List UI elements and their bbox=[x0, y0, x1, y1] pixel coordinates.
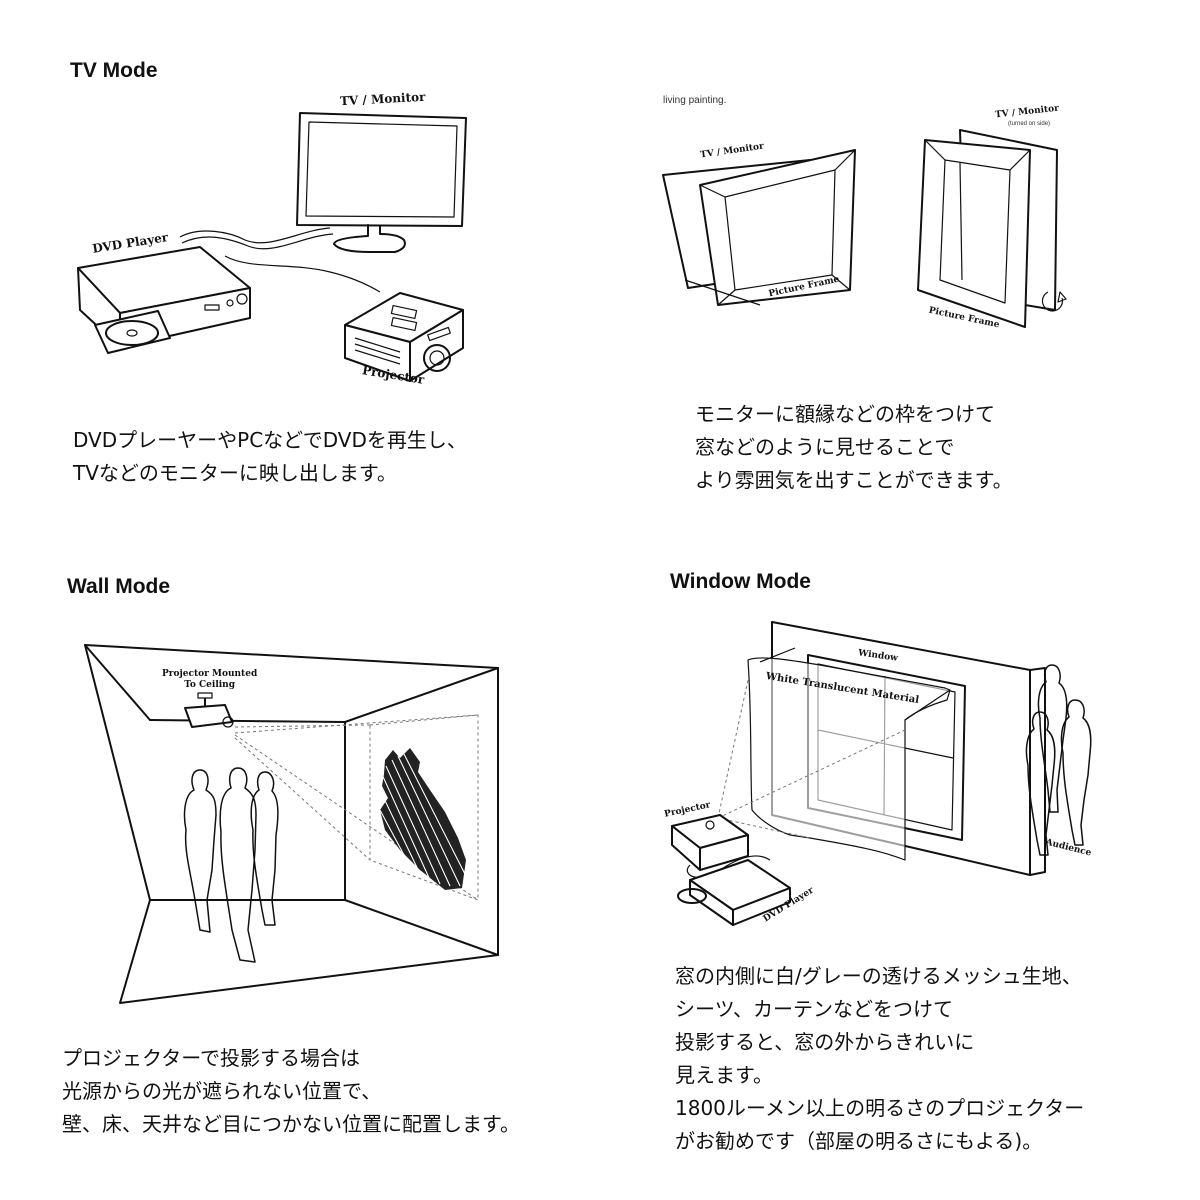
projector-icon bbox=[344, 292, 464, 382]
monitor-label-b-sub: (turned on side) bbox=[1008, 121, 1051, 127]
label-line: Projector Mounted bbox=[162, 669, 258, 679]
frame-description: モニターに額縁などの枠をつけて 窓などのように見せることで より雰囲気を出すこと… bbox=[695, 398, 1013, 497]
description-line: プロジェクターで投影する場合は bbox=[62, 1046, 360, 1070]
portrait-frame-icon bbox=[917, 129, 1067, 328]
description-line: モニターに額縁などの枠をつけて bbox=[695, 402, 995, 426]
description-line: 1800ルーメン以上の明るさのプロジェクター bbox=[675, 1096, 1085, 1120]
ceiling-projector-label: Projector Mounted To Ceiling bbox=[162, 669, 257, 691]
description-line: 投影すると、窓の外からきれいに bbox=[675, 1030, 975, 1054]
landscape-frame-icon bbox=[662, 149, 856, 306]
window-mode-description: 窓の内側に白/グレーの透けるメッシュ生地、 シーツ、カーテンなどをつけて 投影す… bbox=[675, 960, 1084, 1158]
window-dvd-player-icon bbox=[677, 859, 791, 926]
people-icon bbox=[183, 767, 279, 963]
description-line: 窓などのように見せることで bbox=[695, 435, 955, 459]
dvd-player-icon bbox=[77, 246, 251, 354]
ceiling-projector-icon bbox=[184, 692, 234, 728]
label-line: To Ceiling bbox=[184, 680, 236, 690]
living-painting-note: living painting. bbox=[663, 95, 727, 106]
description-line: 壁、床、天井など目につかない位置に配置します。 bbox=[62, 1112, 520, 1136]
window-mode-title: Window Mode bbox=[670, 570, 811, 593]
tv-mode-description: DVDプレーヤーやPCなどでDVDを再生し、 TVなどのモニターに映し出します。 bbox=[73, 424, 467, 490]
tv-mode-title: TV Mode bbox=[70, 59, 158, 82]
description-line: 窓の内側に白/グレーの透けるメッシュ生地、 bbox=[675, 964, 1082, 988]
description-line: TVなどのモニターに映し出します。 bbox=[73, 461, 397, 485]
audience-icon bbox=[1025, 664, 1092, 856]
projected-image-icon bbox=[379, 748, 469, 890]
wall-mode-title: Wall Mode bbox=[67, 575, 171, 598]
description-line: がお勧めです（部屋の明るさにもよる)。 bbox=[675, 1129, 1043, 1153]
description-line: 見えます。 bbox=[675, 1063, 773, 1087]
description-line: より雰囲気を出すことができます。 bbox=[695, 468, 1013, 492]
wall-mode-description: プロジェクターで投影する場合は 光源からの光が遮られない位置で、 壁、床、天井な… bbox=[62, 1042, 520, 1141]
description-line: 光源からの光が遮られない位置で、 bbox=[62, 1079, 382, 1103]
description-line: DVDプレーヤーやPCなどでDVDを再生し、 bbox=[73, 428, 467, 452]
window-projector-icon bbox=[671, 814, 749, 871]
monitor-icon bbox=[296, 112, 467, 253]
description-line: シーツ、カーテンなどをつけて bbox=[675, 997, 953, 1021]
